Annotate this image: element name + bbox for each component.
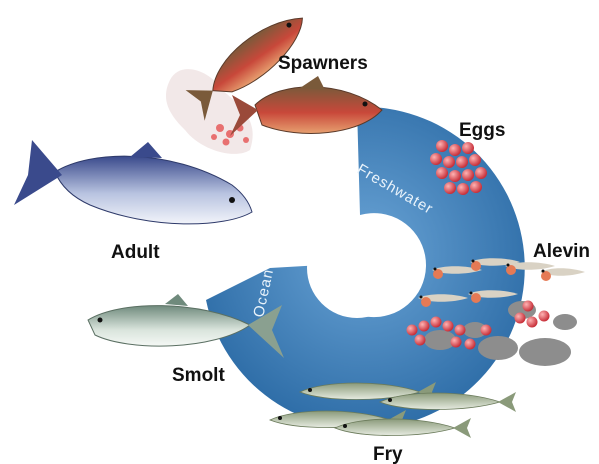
smolt-eye	[98, 318, 103, 323]
smolt-dorsal-fin	[165, 294, 188, 306]
label-spawners: Spawners	[278, 53, 368, 74]
adult-body	[55, 156, 252, 224]
spawners-illustration	[166, 7, 382, 154]
adult-dorsal-fin	[130, 142, 162, 158]
ring-hole	[307, 218, 407, 318]
label-alevin: Alevin	[533, 241, 590, 262]
label-smolt: Smolt	[172, 365, 225, 386]
label-adult: Adult	[111, 242, 160, 263]
adult-tail	[14, 140, 62, 205]
label-eggs: Eggs	[459, 120, 505, 141]
label-fry: Fry	[373, 444, 403, 464]
adult-illustration	[14, 140, 252, 224]
adult-eye	[229, 197, 235, 203]
